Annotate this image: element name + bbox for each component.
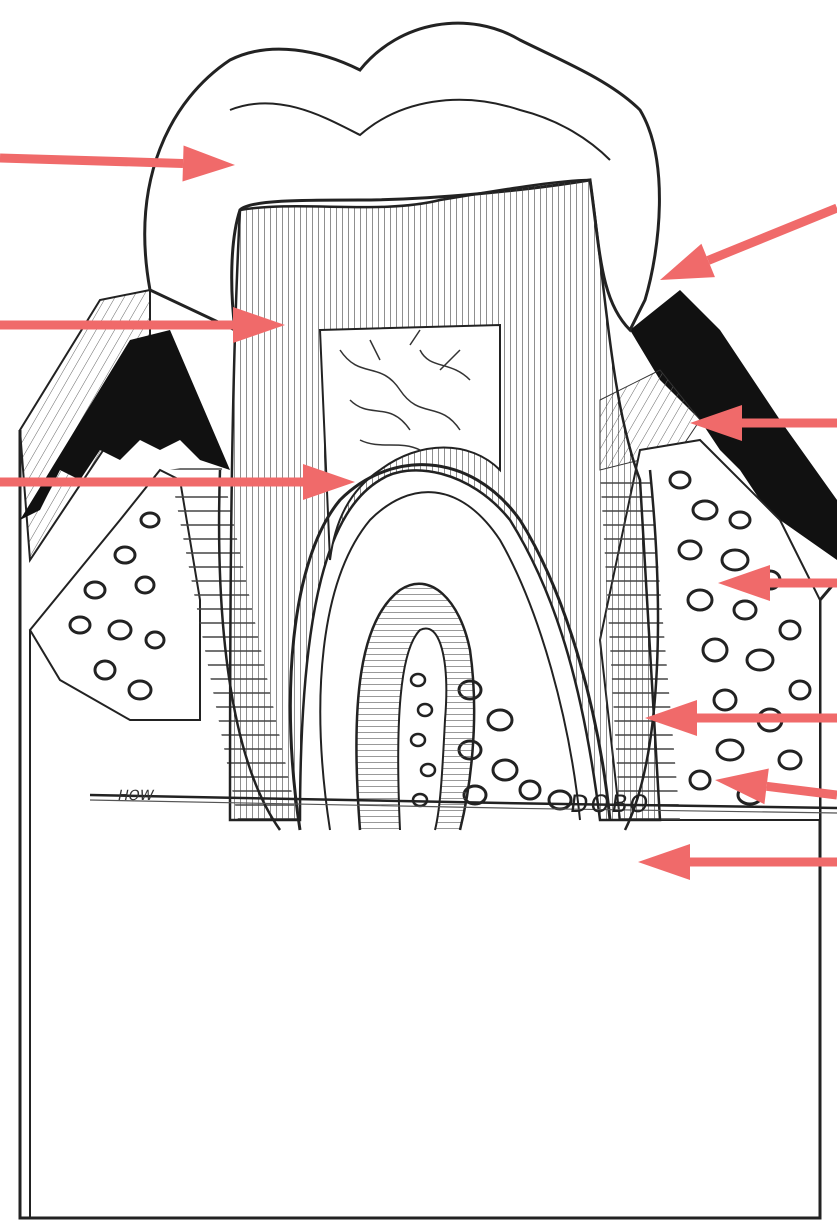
interradicular-bone [459, 681, 571, 809]
arrow-gingiva [660, 208, 837, 280]
artist-signature-left: HOW [116, 788, 155, 804]
arrow-root-canal [638, 844, 837, 880]
artist-signature-right: DOBO [568, 790, 652, 818]
pulp-chamber [320, 325, 500, 560]
